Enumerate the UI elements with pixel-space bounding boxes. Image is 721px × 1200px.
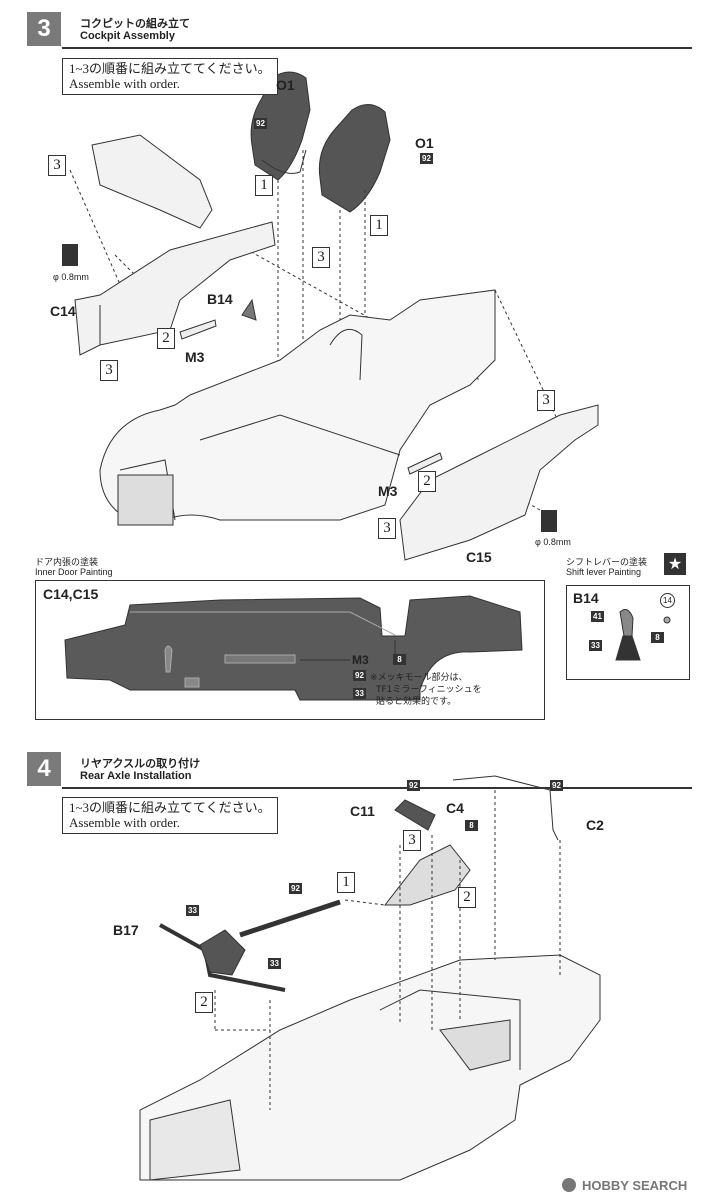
door-code-33: 33 bbox=[353, 688, 366, 699]
drill-size-left: φ 0.8mm bbox=[53, 272, 89, 282]
order-3-dash: 3 bbox=[48, 155, 66, 176]
order-3-left-panel: 3 bbox=[100, 360, 118, 381]
order-3-right-panel: 3 bbox=[378, 518, 396, 539]
note-jp: 1~3の順番に組み立ててください。 bbox=[69, 61, 271, 76]
order-2-trim-left: 2 bbox=[157, 328, 175, 349]
drill-icon-right bbox=[541, 510, 557, 532]
door-m3-code: 8 bbox=[393, 654, 406, 665]
step-3-title-jp: コクピットの組み立て bbox=[80, 17, 190, 30]
b14-label: B14 bbox=[207, 291, 233, 307]
m3-right-label: M3 bbox=[378, 483, 398, 499]
step-3-order-note: 1~3の順番に組み立ててください。 Assemble with order. bbox=[62, 58, 278, 95]
step-3-number: 3 bbox=[27, 12, 61, 46]
door-painting-title-en: Inner Door Painting bbox=[35, 567, 113, 577]
note-en: Assemble with order. bbox=[69, 815, 180, 830]
axle-code-33: 33 bbox=[186, 905, 199, 916]
order-2-trim-right: 2 bbox=[418, 471, 436, 492]
door-m3-label: M3 bbox=[352, 653, 369, 667]
c11-label: C11 bbox=[350, 803, 375, 819]
step-4-order-note: 1~3の順番に組み立ててください。 Assemble with order. bbox=[62, 797, 278, 834]
door-note-line-3: 貼ると効果的です。 bbox=[376, 697, 457, 707]
seat-left-drawing bbox=[250, 71, 311, 181]
order-3-center: 3 bbox=[312, 247, 330, 268]
drill-icon-left bbox=[62, 244, 78, 266]
watermark-logo-icon bbox=[562, 1178, 576, 1192]
note-jp: 1~3の順番に組み立ててください。 bbox=[69, 800, 271, 815]
drill-size-right: φ 0.8mm bbox=[535, 537, 571, 547]
order-1-seat-right: 1 bbox=[370, 215, 388, 236]
seat-right-label: O1 bbox=[415, 135, 434, 151]
c4-label: C4 bbox=[446, 800, 464, 816]
step-3-rule bbox=[62, 47, 692, 49]
shift-code-14: 14 bbox=[660, 593, 675, 608]
step-4-title-en: Rear Axle Installation bbox=[80, 770, 192, 782]
door-painting-title-jp: ドア内張の塗装 bbox=[35, 558, 99, 568]
shift-code-41: 41 bbox=[591, 611, 604, 622]
b17-label: B17 bbox=[113, 922, 139, 938]
door-painting-panel bbox=[35, 580, 545, 720]
star-icon: ★ bbox=[664, 553, 686, 575]
shift-lever-drawing bbox=[615, 609, 671, 661]
shift-painting-panel bbox=[566, 585, 690, 680]
watermark: HOBBY SEARCH bbox=[582, 1178, 688, 1193]
seat-right-color-code: 92 bbox=[420, 153, 433, 164]
door-panel-label: C14,C15 bbox=[43, 586, 99, 602]
door-code-92: 92 bbox=[353, 670, 366, 681]
seat-left-label: O1 bbox=[276, 77, 295, 93]
door-panel-drawing bbox=[64, 595, 523, 701]
step-4-rule bbox=[62, 787, 692, 789]
door-note-line-2: TF1ミラーフィニッシュを bbox=[376, 685, 482, 695]
c14-label: C14 bbox=[50, 303, 76, 319]
order-3-right-top: 3 bbox=[537, 390, 555, 411]
seat-right-drawing bbox=[318, 104, 391, 213]
shift-painting-title-jp: シフトレバーの塗装 bbox=[566, 558, 648, 568]
shift-painting-title-en: Shift lever Painting bbox=[566, 567, 642, 577]
order-2-axle: 2 bbox=[195, 992, 213, 1013]
c4-code: 8 bbox=[465, 820, 478, 831]
c2-label: C2 bbox=[586, 817, 604, 833]
order-3-c11: 3 bbox=[403, 830, 421, 851]
step-4-number: 4 bbox=[27, 752, 61, 786]
shaft-code-92: 92 bbox=[289, 883, 302, 894]
shift-code-33: 33 bbox=[589, 640, 602, 651]
order-2-c4: 2 bbox=[458, 887, 476, 908]
m3-left-label: M3 bbox=[185, 349, 205, 365]
step-3-title-en: Cockpit Assembly bbox=[80, 30, 175, 42]
axle-code-33-right: 33 bbox=[268, 958, 281, 969]
c11-code: 92 bbox=[407, 780, 420, 791]
seat-left-color-code: 92 bbox=[254, 118, 267, 129]
door-note-line-1: ※メッキモール部分は、 bbox=[370, 673, 468, 683]
note-en: Assemble with order. bbox=[69, 76, 180, 91]
order-1-shaft: 1 bbox=[337, 872, 355, 893]
c15-label: C15 bbox=[466, 549, 492, 565]
c2-code: 92 bbox=[550, 780, 563, 791]
shift-code-8: 8 bbox=[651, 632, 664, 643]
shift-panel-label: B14 bbox=[573, 590, 599, 606]
order-1-seat-left: 1 bbox=[255, 175, 273, 196]
step-4-title-jp: リヤアクスルの取り付け bbox=[80, 757, 201, 770]
